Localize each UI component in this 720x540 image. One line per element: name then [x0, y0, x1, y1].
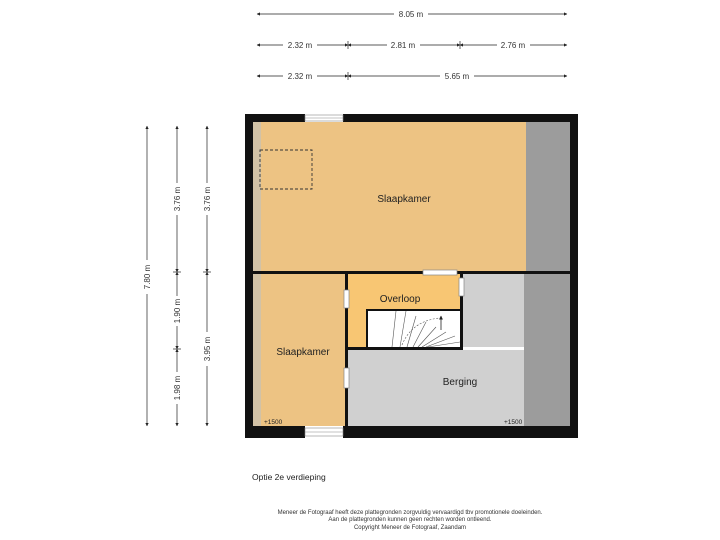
slaapkamer-left-floor: [253, 274, 345, 426]
dim-top-2-label: 2.81 m: [391, 41, 416, 50]
dimension-middle-row: 2.32 m 5.65 m: [256, 72, 568, 81]
room-label-overloop: Overloop: [380, 294, 421, 305]
slaapkamer-top-low-edge: [253, 122, 261, 271]
slaapkamer-left-low-edge: [253, 274, 261, 426]
dim-left-mid-1-label: 3.76 m: [173, 186, 182, 211]
dim-mid-2-label: 5.65 m: [445, 72, 470, 81]
dim-total-width-label: 8.05 m: [399, 10, 424, 19]
dim-top-1-label: 2.32 m: [288, 41, 313, 50]
slaapkamer-top-floor: [253, 122, 526, 271]
walls: [245, 114, 578, 438]
room-label-slaapkamer-left: Slaapkamer: [276, 347, 330, 358]
level-label-left: +1500: [264, 419, 283, 426]
stairs: [391, 310, 461, 348]
dim-left-inner-1-label: 3.76 m: [203, 186, 212, 211]
dimension-total-width: 8.05 m: [256, 10, 568, 19]
dimension-left-inner: 3.76 m 3.95 m: [203, 125, 212, 427]
dim-left-total-label: 7.80 m: [143, 264, 152, 289]
footer-line-2: Aan de plattegronden kunnen geen rechten…: [328, 517, 492, 524]
door-openings: [343, 269, 465, 389]
dimension-top-row: 2.32 m 2.81 m 2.76 m: [256, 41, 568, 50]
dim-left-mid-3-label: 1.98 m: [173, 375, 182, 400]
room-label-slaapkamer-top: Slaapkamer: [377, 194, 431, 205]
roof-hatch: [259, 149, 313, 190]
copyright-footer: Meneer de Fotograaf heeft deze plattegro…: [220, 510, 600, 532]
slaapkamer-top-low-ceiling: [526, 122, 570, 271]
dim-left-mid-2-label: 1.90 m: [173, 298, 182, 323]
dimension-left-mid: 3.76 m 1.90 m 1.98 m: [173, 125, 182, 427]
berging-low-ceiling: [524, 274, 570, 426]
floor-caption: Optie 2e verdieping: [252, 472, 326, 482]
dim-mid-1-label: 2.32 m: [288, 72, 313, 81]
footer-line-1: Meneer de Fotograaf heeft deze plattegro…: [277, 510, 543, 516]
dim-left-inner-2-label: 3.95 m: [203, 336, 212, 361]
dim-top-3-label: 2.76 m: [501, 41, 526, 50]
dimension-left-total: 7.80 m: [143, 125, 152, 427]
level-label-right: +1500: [504, 419, 523, 426]
stairwell: [368, 311, 460, 347]
windows: [304, 114, 344, 437]
room-label-berging: Berging: [443, 377, 477, 388]
footer-line-3: Copyright Meneer de Fotograaf, Zaandam: [353, 524, 467, 531]
